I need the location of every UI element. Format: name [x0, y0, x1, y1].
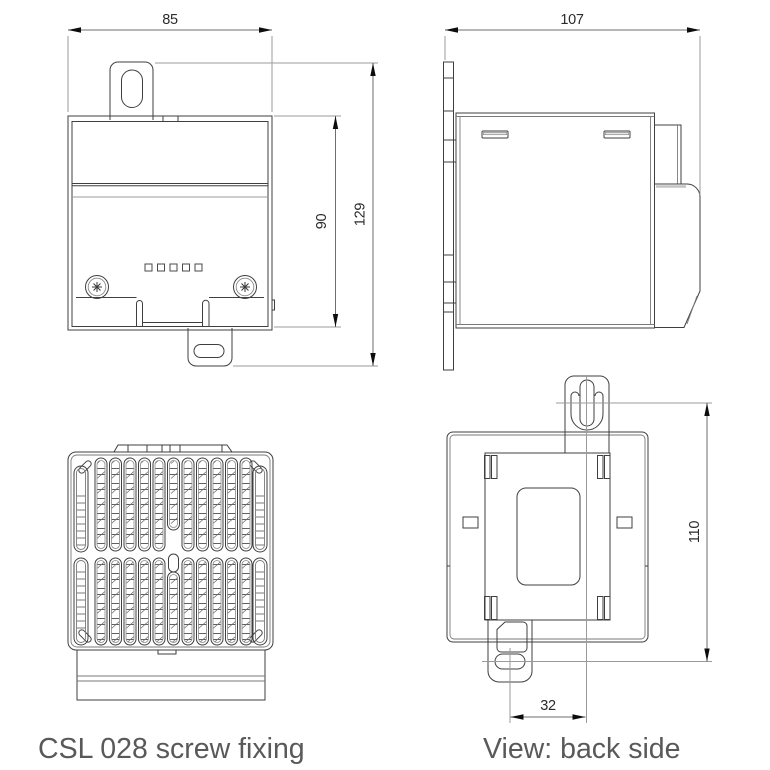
back-inner-contour	[484, 452, 611, 621]
side-vent-slot-left	[481, 130, 509, 139]
screw-left-icon	[85, 275, 109, 299]
body-height-dim-label: 90	[314, 214, 330, 230]
side-body-outline	[455, 112, 655, 329]
front-divider-line	[72, 183, 268, 187]
grille-ladder-column-left	[73, 465, 89, 646]
grille-corner-pill-bl	[77, 628, 93, 644]
dimension-body-height: 90	[274, 115, 341, 328]
dimension-fixing-pitch: 110	[527, 402, 712, 662]
grille-corner-pill-br	[248, 628, 264, 644]
front-body-inner-frame	[71, 121, 269, 327]
grille-center-column	[167, 457, 180, 646]
front-bottom-mounting-tab	[187, 328, 233, 367]
caption-view-label: View: back side	[483, 733, 681, 765]
side-view: 107	[443, 12, 701, 371]
led-indicator-row	[144, 263, 203, 272]
back-side-slot-right	[616, 516, 633, 529]
back-plate-inner-border	[449, 434, 646, 640]
front-side-notch	[271, 299, 275, 311]
screw-right-icon	[233, 275, 257, 299]
total-height-dim-label: 129	[353, 203, 369, 227]
side-vent-slot-right	[603, 130, 631, 139]
front-top-notch	[162, 116, 179, 122]
grille-top-view	[67, 444, 274, 701]
front-width-dim-label: 85	[162, 12, 178, 28]
side-terminal-cover	[654, 183, 701, 328]
side-rear-protrusion	[654, 124, 682, 185]
front-bottom-channel	[76, 297, 264, 327]
dimension-total-height: 129	[155, 62, 378, 367]
front-bottom-tab-slot	[193, 344, 225, 358]
back-plate-outline	[446, 431, 649, 643]
front-top-tab-slot	[121, 69, 143, 108]
back-clip-slot-br	[597, 596, 611, 620]
back-side-slot-left	[462, 516, 479, 529]
back-clip-slot-bl	[484, 596, 498, 620]
fixing-pitch-dim-label: 110	[687, 521, 703, 543]
back-center-recess	[516, 487, 581, 586]
grille-inner-frame	[70, 454, 271, 648]
dimension-side-depth: 107	[444, 12, 701, 195]
back-centerlines	[482, 376, 587, 723]
front-top-mounting-tab	[109, 61, 154, 120]
fixing-offset-dim-label: 32	[540, 698, 556, 714]
back-view: 110 32	[446, 375, 712, 723]
dimension-front-width: 85	[67, 12, 273, 112]
caption-product-variant: CSL 028 screw fixing	[38, 733, 305, 765]
front-view: 85 90 129	[67, 12, 378, 367]
grille-vent-slots	[94, 457, 253, 646]
grille-ladder-column-right	[252, 465, 268, 646]
side-flange-plate	[443, 61, 457, 371]
back-clip-slot-tr	[597, 455, 611, 479]
grille-lower-body	[76, 649, 266, 701]
back-clip-slot-tl	[484, 455, 498, 479]
grille-outer-frame	[67, 451, 274, 651]
dimension-fixing-offset: 32	[510, 698, 586, 720]
side-depth-dim-label: 107	[560, 12, 584, 28]
side-body-inner-lines	[456, 116, 655, 325]
grille-rear-strip	[113, 444, 233, 453]
front-body-outline	[67, 115, 273, 331]
